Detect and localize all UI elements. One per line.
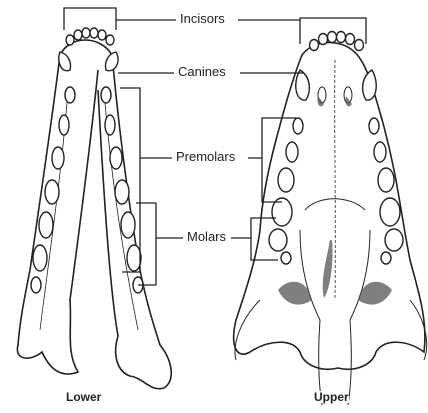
incisors-lower-bracket [64, 8, 116, 30]
lower-cheek-teeth-left [31, 87, 75, 293]
lower-incisors [66, 28, 114, 45]
lower-canines [59, 52, 118, 71]
lower-jaw [17, 40, 171, 389]
incisors-label: Incisors [178, 12, 227, 25]
upper-caption: Upper [314, 391, 349, 403]
upper-incisors [310, 32, 364, 51]
lower-caption: Lower [66, 391, 101, 403]
upper-cheek-teeth-left [269, 118, 303, 264]
molars-label: Molars [185, 230, 228, 243]
lower-cheek-teeth-right [101, 87, 143, 293]
molars-lower-bracket [136, 203, 156, 285]
lower-jaw-left-branch [17, 55, 98, 374]
premolars-label: Premolars [174, 150, 237, 163]
upper-jaw [234, 42, 427, 405]
upper-canines [296, 70, 377, 100]
canines-label: Canines [176, 65, 228, 78]
